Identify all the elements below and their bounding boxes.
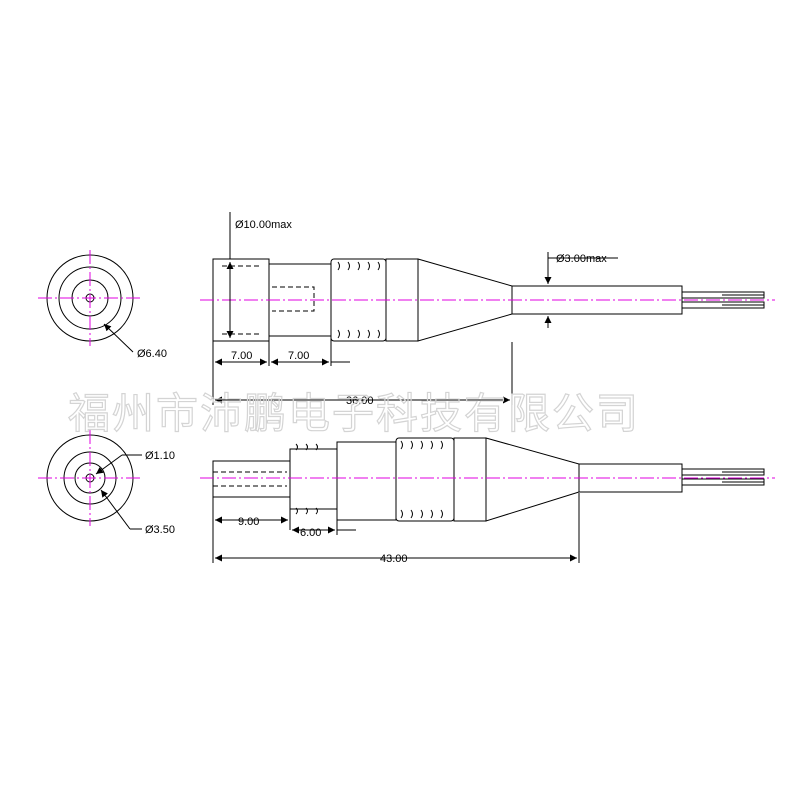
bottom-body bbox=[336, 441, 397, 521]
bottom-grip bbox=[395, 437, 455, 522]
company-watermark: 福州市沛鹏电子科技有限公司 bbox=[68, 389, 640, 438]
bottom-len-b-label: 6.00 bbox=[300, 527, 321, 539]
bottom-face-dia-label: Ø3.50 bbox=[145, 524, 175, 536]
top-side-view: Ø10.00max Ø3.00max 7.00 7.00 36.00 bbox=[200, 212, 775, 407]
bottom-side-view: 9.00 6.00 43.00 bbox=[200, 437, 775, 565]
top-cable-dia-label: Ø3.00max bbox=[556, 253, 607, 265]
bottom-face-dia-leader bbox=[100, 489, 131, 530]
bottom-strain-relief bbox=[485, 437, 580, 522]
bottom-sleeve-ribs bbox=[295, 443, 318, 515]
bottom-len-a-label: 9.00 bbox=[238, 516, 259, 528]
bottom-sleeve bbox=[289, 448, 338, 510]
bottom-total-label: 43.00 bbox=[380, 553, 408, 565]
bottom-pin-dia-leader bbox=[95, 454, 123, 475]
top-end-view: Ø6.40 bbox=[38, 250, 167, 360]
bottom-grip-ribs bbox=[400, 440, 443, 519]
top-len-b-label: 7.00 bbox=[288, 350, 309, 362]
top-total-label: 36.00 bbox=[346, 395, 374, 407]
top-max-dia-label: Ø10.00max bbox=[235, 219, 292, 231]
bottom-pin-dia-label: Ø1.10 bbox=[145, 450, 175, 462]
top-len-a-label: 7.00 bbox=[231, 350, 252, 362]
top-grip-ribs bbox=[337, 261, 380, 339]
bottom-end-view: Ø1.10 Ø3.50 bbox=[38, 430, 175, 536]
bottom-plug-tip bbox=[212, 460, 291, 498]
bottom-collar bbox=[453, 437, 487, 522]
top-face-dia-leader bbox=[103, 323, 134, 353]
top-neck-hidden-bore bbox=[272, 286, 315, 312]
top-face-dia-label: Ø6.40 bbox=[137, 348, 167, 360]
